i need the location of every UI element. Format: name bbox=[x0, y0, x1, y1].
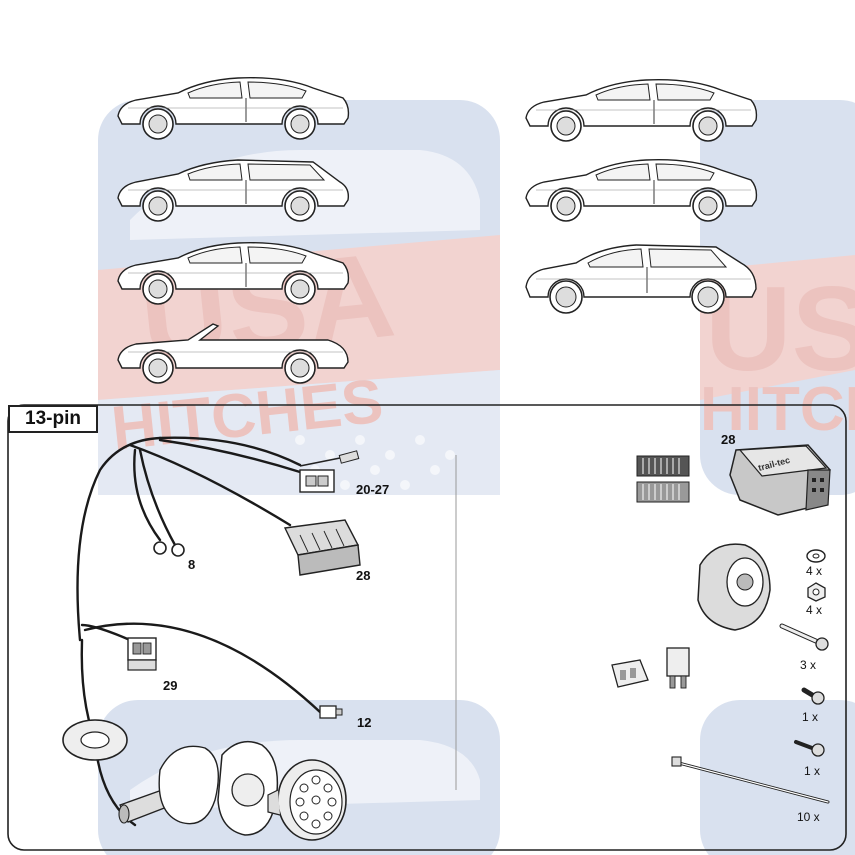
cable-tie-icon bbox=[671, 756, 830, 804]
qty-nut: 4 x bbox=[806, 603, 823, 617]
ring-terminals bbox=[153, 541, 185, 557]
wiring-harness bbox=[76, 436, 322, 827]
connector-12 bbox=[319, 705, 343, 719]
watermark-logo-bottom-right bbox=[700, 700, 855, 855]
fuse bbox=[666, 647, 690, 689]
label-connector-29: 29 bbox=[163, 678, 178, 693]
long-bolt-icon bbox=[779, 623, 829, 651]
vehicle-sedan-c bbox=[525, 78, 758, 142]
washer-icon bbox=[806, 549, 826, 563]
mounting-gasket bbox=[158, 745, 219, 825]
connector-29 bbox=[127, 637, 157, 671]
qty-short-bolt: 1 x bbox=[802, 710, 819, 724]
label-connector-20-27: 20-27 bbox=[356, 482, 390, 497]
self-tapping-screw-icon bbox=[794, 740, 825, 757]
socket-13-pin bbox=[267, 759, 347, 841]
vehicle-suv bbox=[525, 244, 757, 314]
label-connector-28: 28 bbox=[356, 568, 371, 583]
connector-28 bbox=[283, 519, 361, 576]
socket-cover bbox=[697, 543, 771, 631]
short-bolt-icon bbox=[801, 687, 825, 705]
connector-20-27 bbox=[299, 450, 360, 493]
grommet bbox=[62, 719, 128, 761]
qty-self-tapping-screw: 1 x bbox=[804, 764, 821, 778]
section-title-13-pin: 13-pin bbox=[8, 405, 98, 433]
qty-washer: 4 x bbox=[806, 564, 823, 578]
kit-panel-border bbox=[7, 404, 847, 851]
qty-cable-tie: 10 x bbox=[797, 810, 820, 824]
svg-text:HITCHES: HITCHES bbox=[700, 375, 855, 444]
control-module: trail-tec bbox=[729, 444, 831, 516]
connector-strips bbox=[636, 455, 690, 503]
relay-connector bbox=[611, 659, 649, 688]
socket-plate bbox=[217, 740, 279, 836]
label-module-28: 28 bbox=[721, 432, 736, 447]
label-connector-12: 12 bbox=[357, 715, 372, 730]
label-ring-terminals: 8 bbox=[188, 557, 196, 572]
nut-icon bbox=[807, 582, 826, 602]
qty-long-bolt: 3 x bbox=[800, 658, 817, 672]
